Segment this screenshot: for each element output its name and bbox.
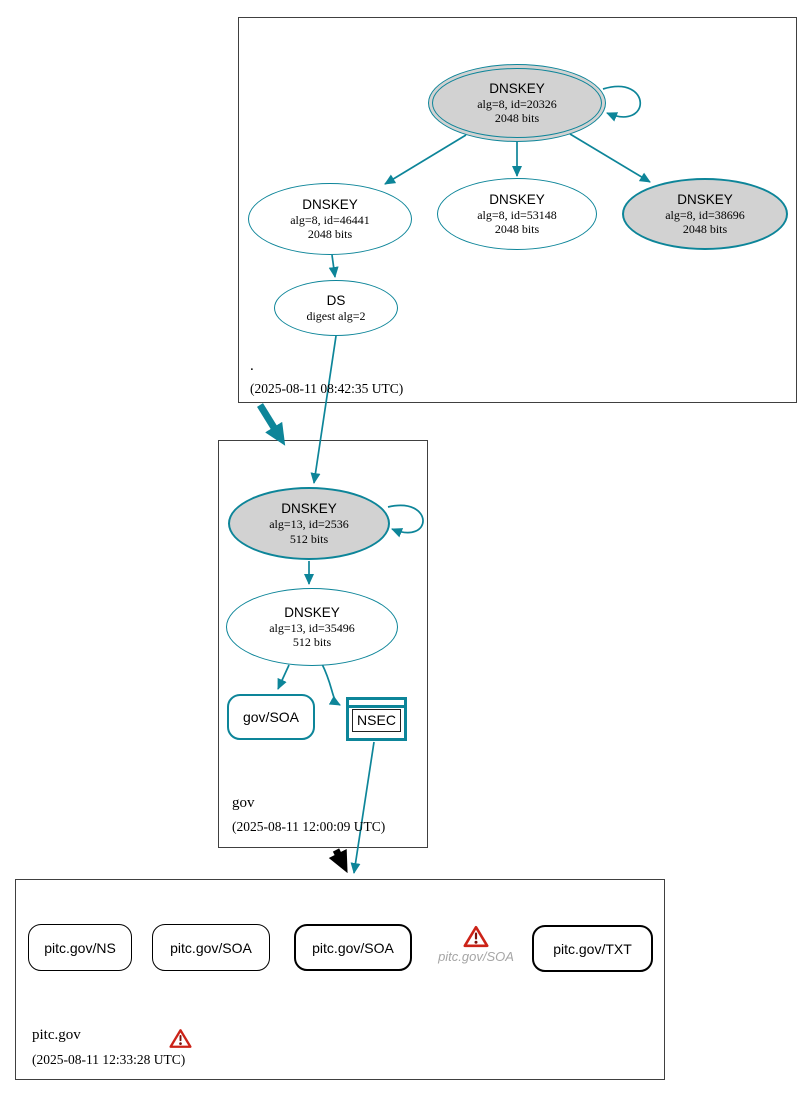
node-pitc-soa-1[interactable]: pitc.gov/SOA xyxy=(152,924,270,971)
zone-box-root xyxy=(238,17,797,403)
zone-warning-icon[interactable] xyxy=(169,1028,192,1049)
node-gov-ksk-2536[interactable]: DNSKEY alg=13, id=2536 512 bits xyxy=(228,487,390,560)
node-detail: alg=8, id=38696 xyxy=(665,207,745,222)
rrset-label: pitc.gov/TXT xyxy=(553,940,632,957)
rrset-label: pitc.gov/SOA xyxy=(312,939,394,956)
node-pitc-ns[interactable]: pitc.gov/NS xyxy=(28,924,132,971)
node-size: 512 bits xyxy=(292,635,332,650)
zone-timestamp-root: (2025-08-11 08:42:35 UTC) xyxy=(250,381,404,396)
zone-timestamp-pitc-gov: (2025-08-11 12:33:28 UTC) xyxy=(32,1052,186,1067)
node-detail: alg=8, id=20326 xyxy=(477,96,557,111)
zone-label-pitc-gov: pitc.gov xyxy=(32,1027,81,1043)
node-title: DNSKEY xyxy=(281,501,337,517)
warning-icon xyxy=(463,925,489,948)
edge-delegation-gov-pitc xyxy=(328,848,348,874)
node-title: DNSKEY xyxy=(677,191,733,207)
node-gov-zsk-35496[interactable]: DNSKEY alg=13, id=35496 512 bits xyxy=(226,588,398,666)
nsec-top-stripe xyxy=(349,700,404,708)
node-title: DNSKEY xyxy=(489,80,545,96)
node-size: 2048 bits xyxy=(307,227,353,242)
node-root-zsk-46441[interactable]: DNSKEY alg=8, id=46441 2048 bits xyxy=(248,183,412,255)
rrset-label: pitc.gov/SOA xyxy=(170,939,252,956)
node-detail: alg=13, id=35496 xyxy=(269,620,355,635)
node-root-ksk-38696[interactable]: DNSKEY alg=8, id=38696 2048 bits xyxy=(622,178,788,250)
node-detail: digest alg=2 xyxy=(306,309,366,324)
node-size: 512 bits xyxy=(289,531,329,546)
node-detail: alg=8, id=53148 xyxy=(477,207,557,222)
node-gov-nsec[interactable]: NSEC xyxy=(346,697,407,741)
rrset-label: gov/SOA xyxy=(242,709,300,725)
node-root-zsk-53148[interactable]: DNSKEY alg=8, id=53148 2048 bits xyxy=(437,178,597,250)
node-pitc-soa-2[interactable]: pitc.gov/SOA xyxy=(294,924,412,971)
node-pitc-soa-warned[interactable]: pitc.gov/SOA xyxy=(430,925,522,964)
node-title: DS xyxy=(326,292,346,308)
node-title: DNSKEY xyxy=(284,604,340,620)
zone-label-gov: gov xyxy=(232,795,255,811)
nsec-label: NSEC xyxy=(352,709,401,732)
node-detail: alg=8, id=46441 xyxy=(290,212,370,227)
node-gov-soa[interactable]: gov/SOA xyxy=(227,694,315,740)
rrset-label: pitc.gov/NS xyxy=(44,939,116,956)
node-title: DNSKEY xyxy=(302,196,358,212)
node-root-ksk-20326-inner: DNSKEY alg=8, id=20326 2048 bits xyxy=(432,68,602,138)
node-title: DNSKEY xyxy=(489,191,545,207)
zone-box-pitc-gov xyxy=(15,879,665,1080)
node-detail: alg=13, id=2536 xyxy=(269,517,349,532)
zone-label-root: . xyxy=(250,358,254,374)
node-size: 2048 bits xyxy=(682,222,728,237)
node-pitc-txt[interactable]: pitc.gov/TXT xyxy=(532,925,653,972)
node-root-ds[interactable]: DS digest alg=2 xyxy=(274,280,398,336)
node-size: 2048 bits xyxy=(494,222,540,237)
rrset-label-muted: pitc.gov/SOA xyxy=(438,949,514,964)
node-size: 2048 bits xyxy=(494,111,540,126)
zone-timestamp-gov: (2025-08-11 12:00:09 UTC) xyxy=(232,819,386,834)
node-root-ksk-20326[interactable]: DNSKEY alg=8, id=20326 2048 bits xyxy=(428,64,606,142)
edge-secure-delegation-root-gov xyxy=(257,403,286,446)
